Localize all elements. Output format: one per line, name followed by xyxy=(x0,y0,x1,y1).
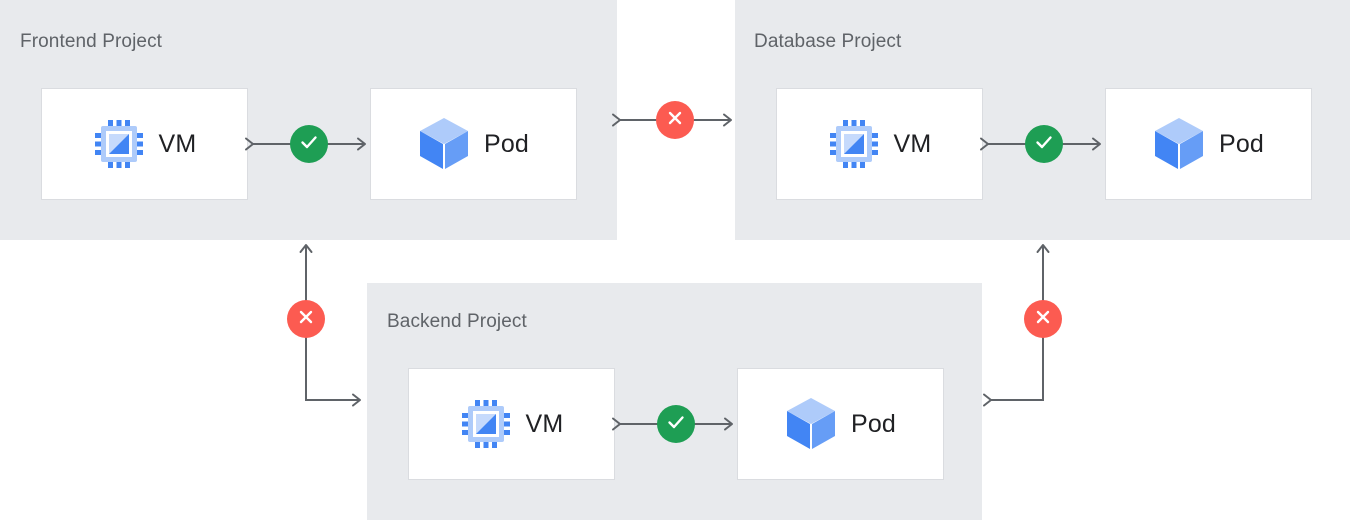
status-badge-database-internal-allowed[interactable] xyxy=(1025,125,1063,163)
status-badge-frontend-internal-allowed[interactable] xyxy=(290,125,328,163)
check-circle-icon xyxy=(298,131,320,158)
x-circle-icon xyxy=(665,108,685,133)
status-badge-frontend-database-blocked[interactable] xyxy=(656,101,694,139)
card-label-frontend-vm: VM xyxy=(158,129,197,158)
check-circle-icon xyxy=(1033,131,1055,158)
card-backend-pod[interactable]: Pod xyxy=(737,368,944,480)
panel-title-backend: Backend Project xyxy=(387,311,527,332)
card-label-database-pod: Pod xyxy=(1218,129,1265,158)
card-database-pod[interactable]: Pod xyxy=(1105,88,1312,200)
card-frontend-vm[interactable]: VM xyxy=(41,88,248,200)
status-badge-backend-internal-allowed[interactable] xyxy=(657,405,695,443)
pod-cube-icon xyxy=(785,397,837,451)
card-label-backend-pod: Pod xyxy=(850,409,897,438)
vm-chip-icon xyxy=(828,118,880,170)
status-badge-database-backend-blocked[interactable] xyxy=(1024,300,1062,338)
status-badge-frontend-backend-blocked[interactable] xyxy=(287,300,325,338)
check-circle-icon xyxy=(665,411,687,438)
pod-cube-icon xyxy=(418,117,470,171)
vm-chip-icon xyxy=(93,118,145,170)
x-circle-icon xyxy=(296,307,316,332)
pod-cube-icon xyxy=(1153,117,1205,171)
card-backend-vm[interactable]: VM xyxy=(408,368,615,480)
panel-title-frontend: Frontend Project xyxy=(20,31,163,52)
card-frontend-pod[interactable]: Pod xyxy=(370,88,577,200)
card-label-frontend-pod: Pod xyxy=(483,129,530,158)
x-circle-icon xyxy=(1033,307,1053,332)
card-database-vm[interactable]: VM xyxy=(776,88,983,200)
card-label-backend-vm: VM xyxy=(525,409,564,438)
card-label-database-vm: VM xyxy=(893,129,932,158)
panel-title-database: Database Project xyxy=(754,31,902,52)
vm-chip-icon xyxy=(460,398,512,450)
